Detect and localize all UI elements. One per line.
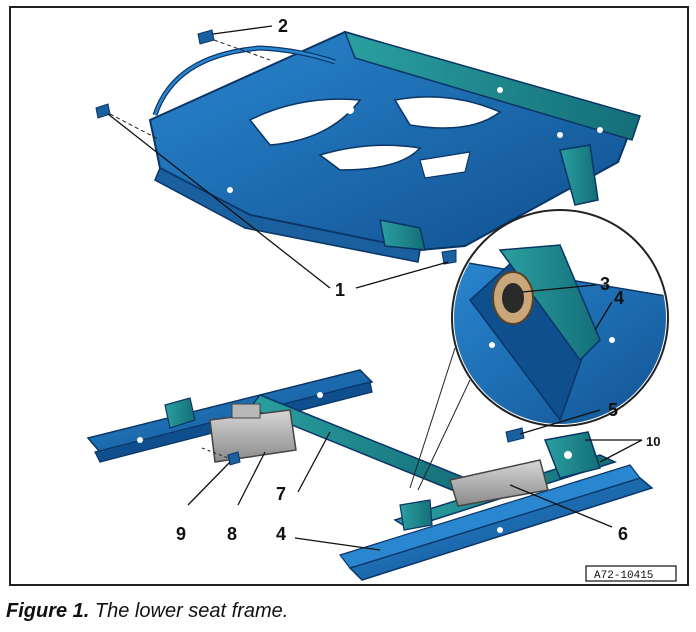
leader-5 [519,409,601,435]
zoom-line [409,347,456,489]
callout-5: 5 [608,400,618,420]
leader-2 [212,25,273,35]
bolt-item-9 [227,451,241,466]
callout-8: 8 [227,524,237,544]
callout-10: 10 [646,434,660,449]
leader-10-b [599,439,643,463]
leader-1-b [355,261,449,289]
figure-caption-text: The lower seat frame. [89,600,289,622]
zoom-line [417,379,471,491]
leader-3 [521,284,597,293]
leader-7 [297,431,331,493]
figure-label: Figure 1. [6,600,90,622]
detail-magnifier [451,209,669,427]
leader-4-detail [594,301,613,331]
bushing-item-3 [492,271,534,325]
bolt-item-5 [505,427,525,443]
callout-7: 7 [276,484,286,504]
bolt-item-2 [197,29,215,45]
leader-8 [237,451,266,506]
callout-4-detail: 4 [614,288,624,308]
leader-4-rail [294,537,381,551]
alignment-line [213,39,271,61]
leader-6 [509,484,613,528]
alignment-line [201,447,229,459]
figure-border [9,6,689,586]
figure-caption: Figure 1. The lower seat frame. [6,600,690,623]
reference-code: A72-10415 [594,570,653,582]
callout-3: 3 [600,274,610,294]
callout-2: 2 [278,16,288,36]
upper-seat-frame [148,30,641,263]
callout-6: 6 [618,524,628,544]
alignment-line [109,113,161,141]
lower-rail-assembly [86,369,654,581]
leader-9 [187,461,231,506]
callout-4-rail: 4 [276,524,286,544]
callout-1: 1 [335,280,345,300]
exploded-view-diagram: 2 1 3 4 5 10 9 8 7 4 6 A72-10415 [9,6,689,586]
callout-9: 9 [176,524,186,544]
bolt-item-1-right [441,249,457,265]
bolt-item-1-left [95,103,111,119]
reference-code-box: A72-10415 [585,565,677,582]
leader-1-a [107,113,331,289]
